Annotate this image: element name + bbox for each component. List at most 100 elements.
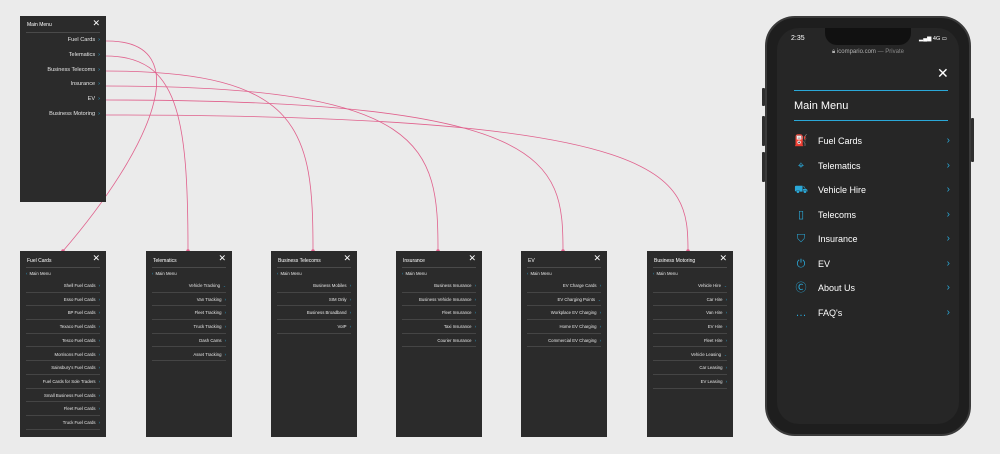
main-menu-item-ev[interactable]: EV› (88, 96, 100, 102)
phone-menu-item-telematics[interactable]: ⌖Telematics› (794, 159, 954, 175)
close-icon[interactable]: ✕ (218, 253, 226, 263)
menu-item-label: Van Tracking (196, 296, 222, 302)
submenu-item-commercial-ev-charging[interactable]: Commercial EV Charging› (548, 338, 601, 343)
submenu-item-voip[interactable]: VoIP› (337, 324, 351, 329)
close-icon[interactable]: ✕ (593, 253, 601, 263)
submenu-item-sainsbury-s-fuel-cards[interactable]: Sainsbury's Fuel Cards› (51, 365, 100, 370)
main-menu-item-business-telecoms[interactable]: Business Telecoms› (47, 67, 100, 73)
submenu-item-sim-only[interactable]: SIM Only› (329, 297, 351, 302)
menu-item-label: Fuel Cards (818, 136, 863, 146)
submenu-item-van-tracking[interactable]: Van Tracking› (197, 297, 226, 302)
back-to-main-menu[interactable]: ‹Main Menu (402, 271, 427, 276)
chevron-right-icon: › (98, 406, 100, 412)
submenu-item-van-hire[interactable]: Van Hire› (706, 310, 727, 315)
submenu-item-vehicle-tracking[interactable]: Vehicle Tracking⌄ (189, 283, 226, 288)
submenu-item-fleet-tracking[interactable]: Fleet Tracking› (195, 310, 226, 315)
submenu-item-morrisons-fuel-cards[interactable]: Morrisons Fuel Cards› (54, 352, 100, 357)
divider (277, 267, 351, 268)
submenu-item-bp-fuel-cards[interactable]: BP Fuel Cards› (68, 310, 100, 315)
submenu-item-shell-fuel-cards[interactable]: Shell Fuel Cards› (64, 283, 100, 288)
back-to-main-menu[interactable]: ‹Main Menu (152, 271, 177, 276)
back-to-main-menu[interactable]: ‹Main Menu (527, 271, 552, 276)
submenu-item-ev-charging-points[interactable]: EV Charging Points⌄ (557, 297, 601, 302)
chevron-right-icon: › (474, 337, 476, 343)
main-menu-item-insurance[interactable]: Insurance› (71, 81, 100, 87)
submenu-item-ev-leasing[interactable]: EV Leasing› (701, 379, 727, 384)
close-icon[interactable]: ✕ (468, 253, 476, 263)
back-to-main-menu[interactable]: ‹Main Menu (277, 271, 302, 276)
submenu-item-car-leasing[interactable]: Car Leasing› (699, 365, 727, 370)
divider (402, 346, 476, 348)
menu-item-label: SIM Only (328, 296, 347, 302)
submenu-item-home-ev-charging[interactable]: Home EV Charging› (560, 324, 601, 329)
submenu-item-workplace-ev-charging[interactable]: Workplace EV Charging› (551, 310, 601, 315)
main-menu-item-telematics[interactable]: Telematics› (69, 52, 100, 58)
submenu-item-tesco-fuel-cards[interactable]: Tesco Fuel Cards› (62, 338, 100, 343)
submenu-item-asset-tracking[interactable]: Asset Tracking› (193, 352, 226, 357)
back-label: Main Menu (29, 271, 51, 276)
divider (653, 373, 727, 375)
chevron-left-icon: ‹ (402, 271, 404, 276)
chevron-right-icon: › (98, 96, 100, 102)
submenu-item-taxi-insurance[interactable]: Taxi Insurance› (444, 324, 476, 329)
close-icon[interactable]: ✕ (92, 18, 100, 28)
submenu-item-courier-insurance[interactable]: Courier Insurance› (437, 338, 476, 343)
signal-bars-icon: ▂▄▆ (919, 36, 932, 42)
submenu-item-vehicle-leasing[interactable]: Vehicle Leasing⌄ (691, 352, 727, 357)
submenu-item-small-business-fuel-cards[interactable]: Small Business Fuel Cards› (44, 393, 100, 398)
submenu-item-ev-hire[interactable]: EV Hire› (708, 324, 727, 329)
submenu-item-esso-fuel-cards[interactable]: Esso Fuel Cards› (64, 297, 100, 302)
url-bar[interactable]: 🔒︎ icompario.com — Private (777, 49, 959, 56)
ev-plug-icon: ⏻ (796, 257, 806, 270)
close-icon[interactable]: ✕ (92, 253, 100, 263)
chevron-right-icon: › (98, 392, 100, 398)
chevron-right-icon: › (725, 378, 727, 384)
submenu-item-business-insurance[interactable]: Business Insurance› (434, 283, 476, 288)
divider (152, 305, 226, 307)
back-to-main-menu[interactable]: ‹Main Menu (26, 271, 51, 276)
close-icon[interactable]: ✕ (719, 253, 727, 263)
chevron-left-icon: ‹ (653, 271, 655, 276)
main-menu-item-business-motoring[interactable]: Business Motoring› (49, 111, 100, 117)
phone-menu-item-ev[interactable]: ⏻EV› (794, 257, 954, 273)
chevron-right-icon: › (946, 159, 950, 171)
battery-icon: ▭ (941, 36, 947, 42)
submenu-item-business-vehicle-insurance[interactable]: Business Vehicle Insurance› (419, 297, 476, 302)
submenu-item-fleet-fuel-cards[interactable]: Fleet Fuel Cards› (64, 406, 100, 411)
close-icon[interactable]: ✕ (343, 253, 351, 263)
submenu-item-business-mobiles[interactable]: Business Mobiles› (313, 283, 351, 288)
phone-menu-item-telecoms[interactable]: ▯Telecoms› (794, 208, 954, 224)
submenu-item-truck-tracking[interactable]: Truck Tracking› (194, 324, 226, 329)
submenu-item-truck-fuel-cards[interactable]: Truck Fuel Cards› (63, 420, 100, 425)
submenu-item-fleet-hire[interactable]: Fleet Hire› (704, 338, 727, 343)
phone-menu-item-fuel-cards[interactable]: ⛽Fuel Cards› (794, 134, 954, 150)
menu-item-label: Vehicle Hire (818, 185, 867, 195)
chevron-right-icon: › (946, 306, 950, 318)
submenu-item-ev-charge-cards[interactable]: EV Charge Cards› (563, 283, 601, 288)
menu-item-label: Shell Fuel Cards (63, 283, 96, 288)
chevron-down-icon: ⌄ (723, 284, 727, 288)
location-pin-icon: ⌖ (797, 159, 805, 172)
submenu-item-vehicle-hire[interactable]: Vehicle Hire⌄ (698, 283, 727, 288)
submenu-item-fuel-cards-for-sole-traders[interactable]: Fuel Cards for Sole Traders› (43, 379, 100, 384)
phone-menu-item-vehicle-hire[interactable]: ⛟Vehicle Hire› (794, 183, 954, 199)
menu-item-label: Car Leasing (699, 365, 723, 371)
chevron-right-icon: › (599, 310, 601, 316)
submenu-item-texaco-fuel-cards[interactable]: Texaco Fuel Cards› (60, 324, 100, 329)
submenu-item-fleet-insurance[interactable]: Fleet Insurance› (442, 310, 476, 315)
close-icon[interactable]: ✕ (937, 65, 949, 81)
submenu-item-dash-cams[interactable]: Dash Cams› (199, 338, 226, 343)
divider (26, 32, 100, 33)
phone-menu-item-insurance[interactable]: ⛉Insurance› (794, 232, 954, 248)
back-to-main-menu[interactable]: ‹Main Menu (653, 271, 678, 276)
divider (152, 319, 226, 320)
main-menu-item-fuel-cards[interactable]: Fuel Cards› (68, 37, 100, 43)
chevron-right-icon: › (98, 111, 100, 117)
phone-notch (825, 28, 911, 45)
submenu-item-business-broadband[interactable]: Business Broadband› (307, 310, 351, 315)
menu-item-label: EV (87, 96, 96, 102)
submenu-item-car-hire[interactable]: Car Hire› (707, 297, 727, 302)
menu-item-label: Business Vehicle Insurance (419, 296, 472, 302)
phone-menu-item-faq-s[interactable]: …FAQ's› (794, 306, 954, 322)
